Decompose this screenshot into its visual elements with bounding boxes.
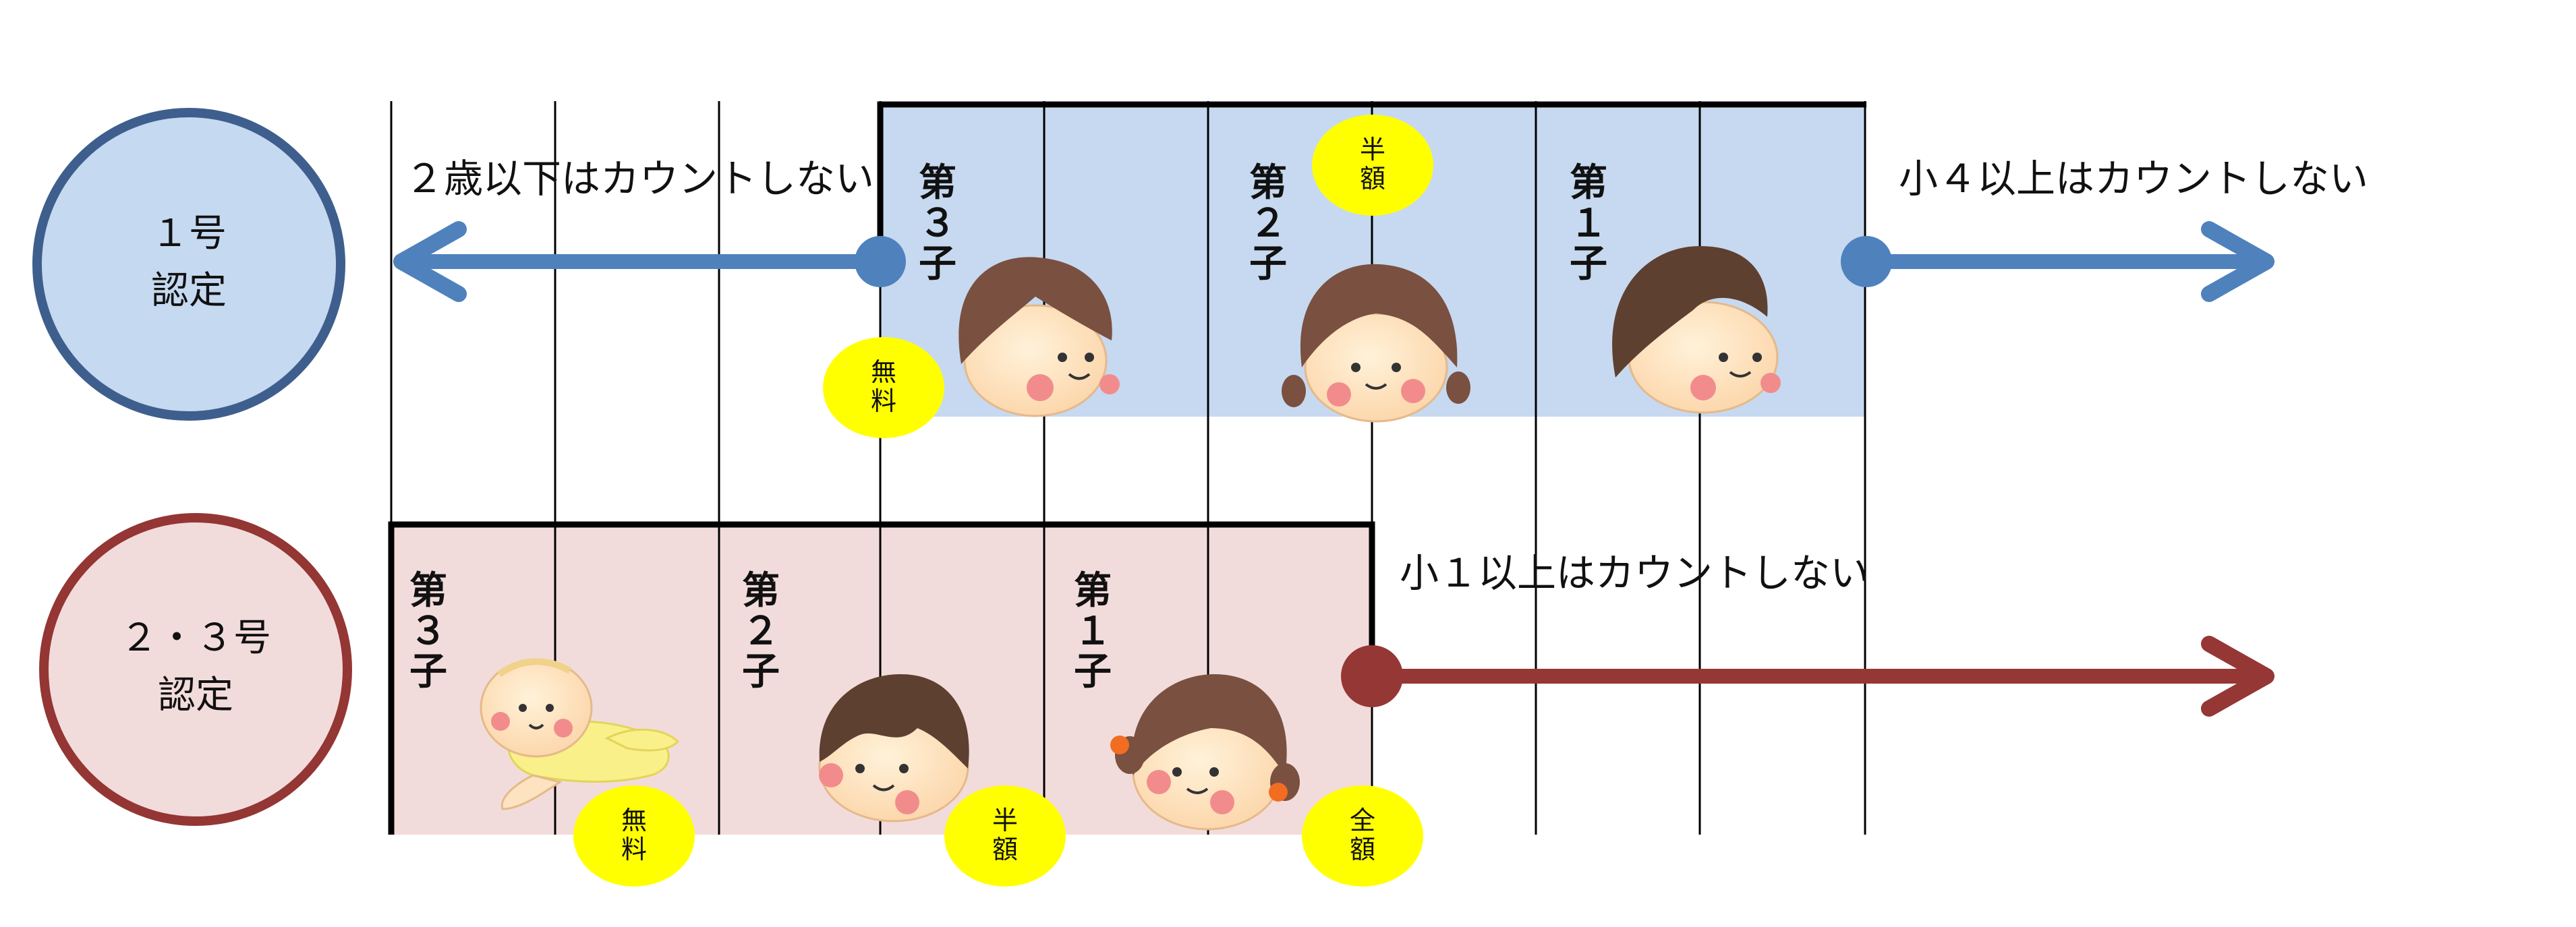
cat23-child-3-baby-illustration xyxy=(480,658,680,810)
svg-text:３: ３ xyxy=(409,609,447,653)
svg-text:子: 子 xyxy=(1249,242,1287,286)
cat23-right-arrow xyxy=(1341,636,2274,717)
svg-text:１: １ xyxy=(1570,202,1607,245)
svg-text:２: ２ xyxy=(1249,202,1287,245)
svg-text:額: 額 xyxy=(1350,835,1375,864)
cat23-badge-full: 全 額 xyxy=(1302,785,1423,887)
svg-text:半: 半 xyxy=(1360,135,1385,165)
band-borders xyxy=(388,101,1866,835)
cat23-child-1-illustration xyxy=(1110,674,1300,831)
svg-text:額: 額 xyxy=(1360,164,1385,193)
svg-text:子: 子 xyxy=(1570,242,1607,286)
svg-text:全: 全 xyxy=(1350,806,1375,835)
svg-text:無: 無 xyxy=(621,806,647,835)
svg-text:第: 第 xyxy=(409,569,447,613)
svg-text:第: 第 xyxy=(1570,161,1607,205)
category-1-sublabel: 認定 xyxy=(151,269,227,313)
svg-text:２: ２ xyxy=(742,609,780,653)
cat1-child-1-label: 第 １ 子 xyxy=(1570,161,1607,286)
cat1-left-arrow xyxy=(393,221,906,302)
cat23-child-1-label: 第 １ 子 xyxy=(1074,569,1112,694)
svg-text:半: 半 xyxy=(992,806,1018,835)
svg-text:料: 料 xyxy=(621,835,647,864)
svg-text:額: 額 xyxy=(992,835,1018,864)
cat1-badge-half: 半 額 xyxy=(1312,115,1433,216)
cat23-child-3-label: 第 ３ 子 xyxy=(409,569,447,694)
cat23-child-2-label: 第 ２ 子 xyxy=(742,569,780,694)
cat23-badge-half: 半 額 xyxy=(944,785,1066,887)
svg-text:子: 子 xyxy=(742,650,780,694)
category-23-circle: ２・３号 認定 xyxy=(39,513,352,826)
cat1-child-3-label: 第 ３ 子 xyxy=(919,161,956,286)
category-1-circle: １号 認定 xyxy=(32,108,345,421)
svg-text:第: 第 xyxy=(1074,569,1112,613)
cat23-child-2-illustration xyxy=(818,674,969,823)
svg-text:１: １ xyxy=(1074,609,1112,653)
svg-text:第: 第 xyxy=(742,569,780,613)
cat1-right-arrow xyxy=(1841,221,2274,302)
svg-text:３: ３ xyxy=(919,202,956,245)
svg-text:料: 料 xyxy=(871,386,896,416)
cat23-badge-free: 無 料 xyxy=(573,785,695,887)
svg-text:子: 子 xyxy=(1074,650,1112,694)
category-23-sublabel: 認定 xyxy=(158,674,233,717)
svg-text:第: 第 xyxy=(919,161,956,205)
svg-text:無: 無 xyxy=(871,357,896,387)
cat1-child-3-illustration xyxy=(958,257,1120,417)
svg-text:子: 子 xyxy=(409,650,447,694)
cat1-child-2-label: 第 ２ 子 xyxy=(1249,161,1287,286)
category-23-label: ２・３号 xyxy=(120,616,271,660)
cat1-badge-free: 無 料 xyxy=(823,337,944,438)
cat1-child-1-illustration xyxy=(1612,246,1781,414)
cat1-child-2-illustration xyxy=(1282,264,1470,423)
note-cat23-right: 小１以上はカウントしない xyxy=(1400,550,1869,596)
category-1-label: １号 xyxy=(151,212,227,256)
note-cat1-right: 小４以上はカウントしない xyxy=(1899,156,2368,202)
svg-text:子: 子 xyxy=(919,242,956,286)
note-cat1-left: ２歳以下はカウントしない xyxy=(405,156,874,202)
svg-text:第: 第 xyxy=(1249,161,1287,205)
